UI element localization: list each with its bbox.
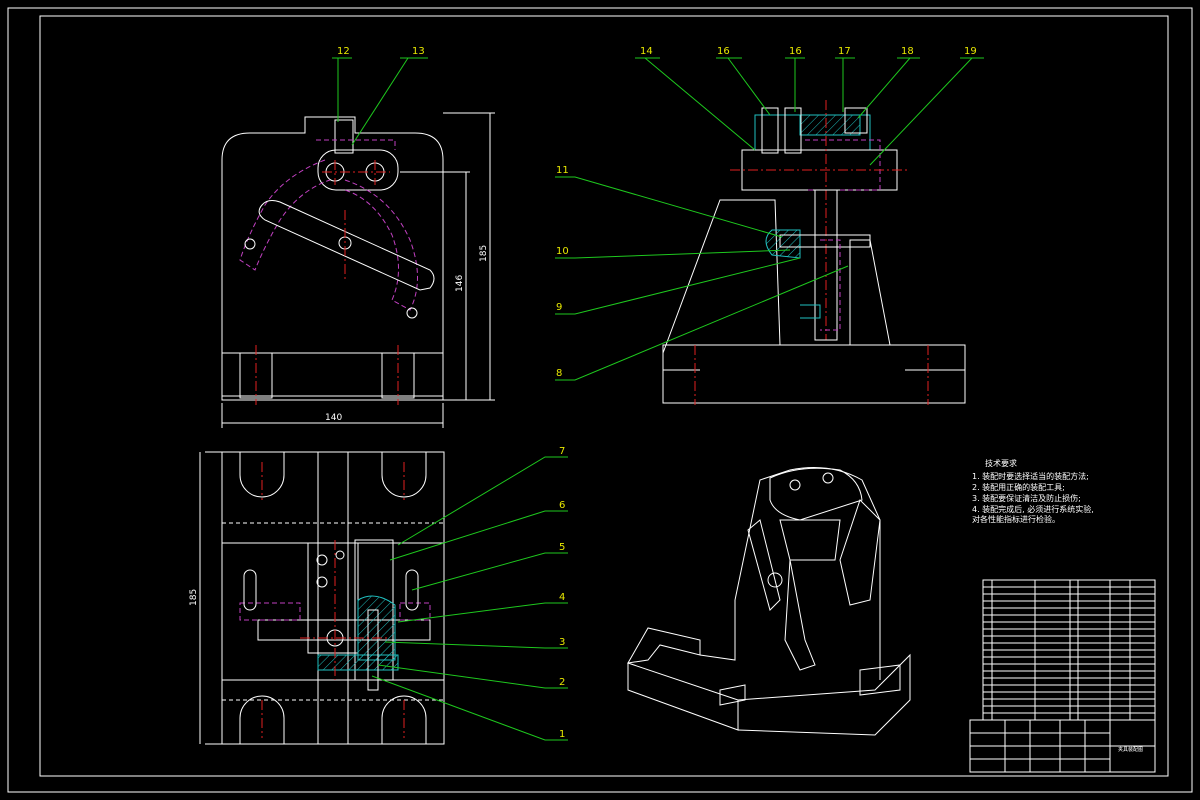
outer-frame (7, 7, 1193, 793)
label-17: 17 (838, 46, 851, 57)
label-18: 18 (901, 46, 914, 57)
label-1: 1 (559, 729, 565, 740)
inner-frame (39, 15, 1169, 777)
label-7: 7 (559, 446, 565, 457)
label-5: 5 (559, 542, 565, 553)
tech-note-2: 2. 装配用正确的装配工具; (972, 482, 1065, 492)
drawing-name: 夹具装配图 (1118, 746, 1143, 753)
tech-note-1: 1. 装配时要选择适当的装配方法; (972, 471, 1089, 481)
label-2: 2 (559, 677, 565, 688)
label-19: 19 (964, 46, 977, 57)
label-4: 4 (559, 592, 565, 603)
tech-note-3: 3. 装配要保证清洁及防止损伤; (972, 493, 1081, 503)
tech-note-4: 4. 装配完成后, 必须进行系统实验, (972, 504, 1094, 514)
tech-notes-title: 技术要求 (985, 458, 1017, 468)
dim-plan-height: 185 (189, 589, 199, 606)
side-view (662, 100, 966, 405)
label-6: 6 (559, 500, 565, 511)
isometric-view (627, 467, 911, 736)
label-14: 14 (640, 46, 653, 57)
label-16a: 16 (717, 46, 730, 57)
label-11: 11 (556, 165, 569, 176)
label-16b: 16 (789, 46, 802, 57)
label-13: 13 (412, 46, 425, 57)
dim-front-height-total: 185 (479, 245, 489, 262)
dim-front-width: 140 (325, 413, 342, 423)
plan-view (199, 451, 445, 745)
tech-note-5: 对各性能指标进行检验。 (972, 514, 1060, 524)
label-12: 12 (337, 46, 350, 57)
label-9: 9 (556, 302, 562, 313)
dim-front-height-pin: 146 (455, 275, 465, 292)
front-view (221, 112, 495, 428)
label-3: 3 (559, 637, 565, 648)
label-10: 10 (556, 246, 569, 257)
parts-list (982, 579, 1156, 721)
title-block (969, 719, 1156, 773)
label-8: 8 (556, 368, 562, 379)
